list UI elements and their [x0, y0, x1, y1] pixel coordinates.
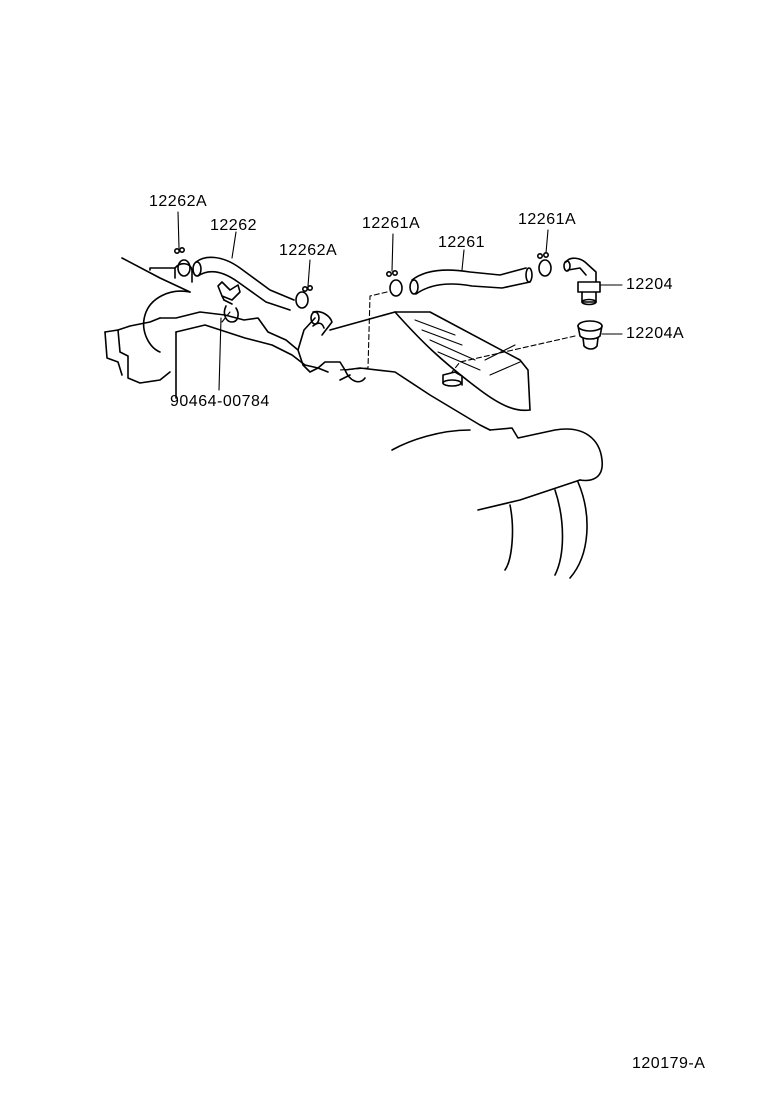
clamp-12262a-left: [174, 247, 191, 277]
engine-outline: [104, 257, 603, 579]
label-90464-00784: 90464-00784: [170, 393, 270, 410]
hose-12262: [192, 256, 295, 311]
clamp-12262a-right: [295, 284, 313, 309]
label-12262a-left: 12262A: [149, 193, 208, 210]
clip-90464-00784: [217, 281, 241, 323]
pcv-valve-12204: [563, 257, 601, 306]
clamp-12261a-right: [536, 252, 552, 277]
leader-lines: [177, 211, 623, 391]
label-12261a-right: 12261A: [518, 211, 577, 228]
label-12261a-left: 12261A: [362, 215, 421, 232]
label-12204a: 12204A: [626, 325, 685, 342]
assembly-dashed-lines: [221, 291, 576, 373]
figure-number: 120179-A: [632, 1055, 706, 1072]
label-12262: 12262: [210, 217, 257, 234]
hose-12261: [409, 267, 533, 295]
label-12261: 12261: [438, 234, 485, 251]
grommet-12204a: [577, 320, 603, 350]
label-12262a-right: 12262A: [279, 242, 338, 259]
label-12204: 12204: [626, 276, 673, 293]
clamp-12261a-left: [385, 269, 403, 297]
head-outlet-pipe: [310, 310, 333, 336]
